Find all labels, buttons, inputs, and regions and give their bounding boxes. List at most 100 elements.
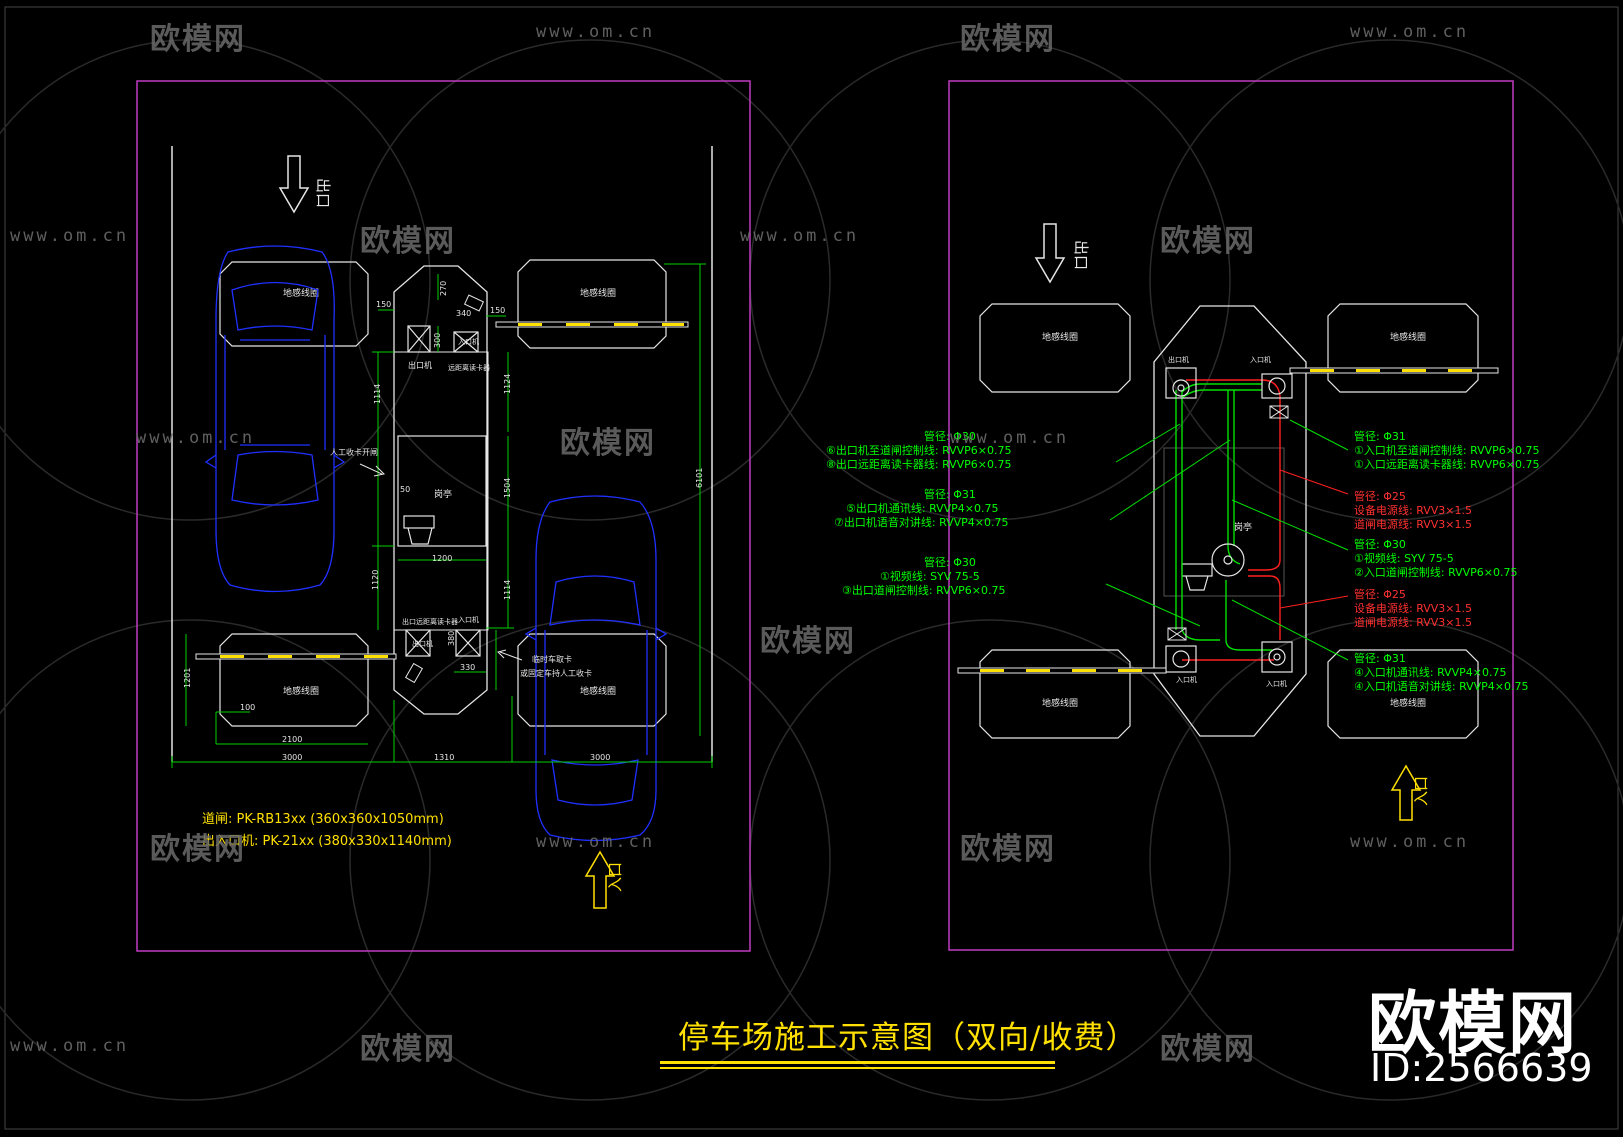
note-l3-c: ③出口道闸控制线: RVVP6×0.75 (842, 583, 1006, 597)
right-ground-loop-label-3: 地感线圈 (1042, 697, 1078, 709)
watermark-url-5: www.om.cn (136, 428, 256, 448)
left-barrier-arm-top (495, 321, 689, 328)
left-ground-loop-bottom-right (517, 633, 667, 727)
right-exit-machine-label: 出口机 (1168, 355, 1189, 364)
note-r3-c: ②入口道闸控制线: RVVP6×0.75 (1354, 565, 1518, 579)
watermark-logo-9: 欧模网 (360, 1032, 456, 1067)
left-entry-arrow (584, 850, 616, 909)
watermark-url-7: www.om.cn (536, 832, 656, 852)
note-l3-b: ①视频线: SYV 75-5 (880, 569, 980, 583)
dim-1114-b: 1114 (503, 580, 512, 600)
left-exit-machine-label: 出口机 (408, 360, 432, 370)
right-booth-label: 岗亭 (1234, 521, 1252, 533)
dim-6101: 6101 (695, 468, 704, 488)
dim-1120: 1120 (371, 570, 380, 590)
dim-1114: 1114 (373, 384, 382, 404)
left-ground-loop-top-right (517, 259, 667, 349)
note-r5-c: ④入口机语音对讲线: RVVP4×0.75 (1354, 679, 1529, 693)
dim-340: 340 (456, 309, 471, 318)
watermark-logo-4: 欧模网 (1160, 224, 1256, 259)
note-r5-b: ④入口机通讯线: RVVP4×0.75 (1354, 665, 1507, 679)
watermark-url-6: www.om.cn (950, 428, 1070, 448)
left-temp-card-label: 临时车取卡 (532, 654, 572, 664)
watermark-circles (0, 39, 1623, 1101)
right-entry-machine-label-bottom-2: 入口机 (1266, 679, 1287, 688)
left-ground-loop-top-left (219, 261, 369, 347)
dim-1310: 1310 (434, 753, 454, 762)
right-ground-loop-label-1: 地感线圈 (1042, 331, 1078, 343)
note-r4-a: 管径: Φ25 (1354, 587, 1406, 601)
left-exit-machine-icon (407, 325, 431, 353)
dim-1201: 1201 (183, 668, 192, 688)
dim-330: 330 (460, 663, 475, 672)
watermark-logo-3: 欧模网 (360, 224, 456, 259)
note-r3-a: 管径: Φ30 (1354, 537, 1406, 551)
note-r1-a: 管径: Φ31 (1354, 429, 1406, 443)
watermark-url-4: www.om.cn (10, 226, 130, 246)
title-underline (660, 1061, 1055, 1064)
car-top-left (204, 245, 346, 593)
right-barrier-arm-top (1289, 367, 1499, 374)
watermark-logo-10: 欧模网 (1160, 1032, 1256, 1067)
right-exit-machine-icon (1165, 367, 1197, 399)
note-r1-c: ①入口远距离读卡器线: RVVP6×0.75 (1354, 457, 1540, 471)
left-entry-label: 入口 (606, 862, 624, 892)
left-fixed-card-label: 或固定车持人工收卡 (520, 668, 592, 678)
right-ground-loop-label-4: 地感线圈 (1390, 697, 1426, 709)
right-entry-machine-icon-top (1261, 373, 1293, 399)
note-r2-c: 道闸电源线: RVV3×1.5 (1354, 517, 1472, 531)
left-exit-arrow (278, 155, 310, 214)
right-entry-arrow (1390, 764, 1422, 821)
left-island-inner (393, 351, 489, 631)
watermark-logo-1: 欧模网 (150, 22, 246, 57)
right-notes-left: 管径: Φ30 ⑥出口机至道闸控制线: RVVP6×0.75 ⑧出口远距离读卡器… (826, 429, 1012, 597)
left-sheet-frame (136, 80, 751, 952)
brand-id: ID:2566639 (1370, 1046, 1593, 1090)
dim-270: 270 (439, 281, 448, 296)
left-barrier-motor-icons (404, 294, 485, 684)
right-leader-lines-red (1279, 469, 1349, 609)
car-bottom-right (524, 495, 668, 842)
left-spec-barrier: 道闸: PK-RB13xx (360x360x1050mm) (202, 812, 444, 827)
right-entry-machine-label-bottom: 入口机 (1176, 675, 1197, 684)
watermark-url-1: www.om.cn (536, 22, 656, 42)
dim-50: 50 (400, 485, 410, 494)
watermark-logo-7: 欧模网 (150, 832, 246, 867)
note-l3-a: 管径: Φ30 (924, 555, 976, 569)
note-r1-b: ①入口机至道闸控制线: RVVP6×0.75 (1354, 443, 1540, 457)
left-booth-label: 岗亭 (434, 488, 452, 500)
watermark-logo-5: 欧模网 (560, 426, 656, 461)
right-ground-loop-top-left (979, 303, 1131, 393)
watermark-url-2: www.om.cn (1350, 22, 1470, 42)
left-temp-card-arrow (497, 649, 523, 661)
right-notes-right: 管径: Φ31 ①入口机至道闸控制线: RVVP6×0.75 ①入口远距离读卡器… (1354, 429, 1540, 693)
dim-3000-b: 3000 (590, 753, 610, 762)
watermark-url-3: www.om.cn (740, 226, 860, 246)
right-entry-machine-icon-bottom (1261, 641, 1293, 673)
right-ground-loop-bottom-left (979, 649, 1131, 739)
watermark-logo-8: 欧模网 (960, 832, 1056, 867)
left-exit-machine-label-2: 出口机 (412, 639, 433, 648)
right-entry-machine-label: 入口机 (1250, 355, 1271, 364)
right-entry-label: 入口 (1412, 776, 1430, 806)
left-barrier-arm-bottom (195, 653, 397, 660)
watermark-logo-2: 欧模网 (960, 22, 1056, 57)
right-barrier-arm-bottom (957, 667, 1167, 674)
right-junction-box-icon (1211, 543, 1245, 577)
dim-300: 300 (433, 333, 442, 348)
note-r4-c: 道闸电源线: RVV3×1.5 (1354, 615, 1472, 629)
left-spec-machine: 出入口机: PK-21xx (380x330x1140mm) (202, 834, 452, 849)
dim-150-a: 150 (376, 300, 391, 309)
left-exit-reader-label: 出口远距离读卡器 (402, 617, 458, 626)
right-sheet-frame (948, 80, 1514, 951)
left-booth-chair-icon (403, 515, 435, 545)
dim-150-b: 150 (490, 306, 505, 315)
left-ground-loop-label-4: 地感线圈 (580, 685, 616, 697)
right-island (1153, 305, 1307, 737)
dim-1504: 1504 (503, 478, 512, 498)
left-ground-loop-bottom-left (219, 633, 369, 727)
left-dimension-lines (171, 263, 713, 768)
note-r2-b: 设备电源线: RVV3×1.5 (1354, 503, 1472, 517)
